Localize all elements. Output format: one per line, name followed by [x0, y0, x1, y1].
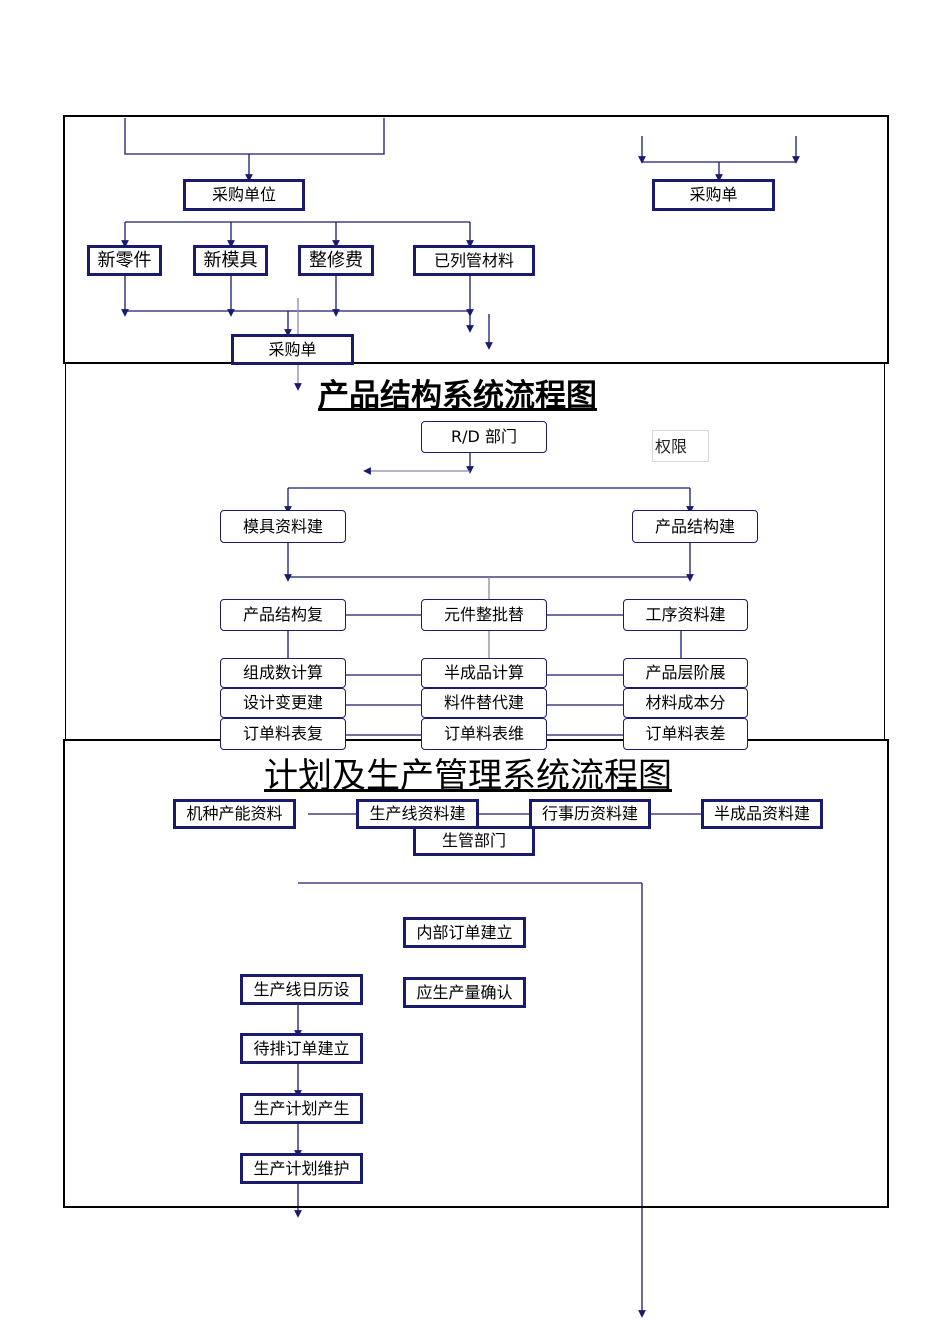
new-parts-box[interactable]: 新零件	[87, 245, 162, 276]
substitute-box[interactable]: 料件替代建	[421, 688, 547, 718]
calendar-data-box[interactable]: 行事历资料建	[529, 799, 651, 829]
purchase-section-frame	[63, 115, 889, 364]
rd-department-box[interactable]: R/D 部门	[421, 421, 547, 453]
bom-title: 产品结构系统流程图	[318, 378, 597, 414]
required-qty-box[interactable]: 应生产量确认	[403, 977, 526, 1008]
material-cost-box[interactable]: 材料成本分	[623, 688, 748, 718]
line-calendar-box[interactable]: 生产线日历设	[240, 974, 363, 1005]
product-level-box[interactable]: 产品层阶展	[623, 658, 748, 688]
machine-capacity-box[interactable]: 机种产能资料	[173, 799, 296, 829]
internal-order-box[interactable]: 内部订单建立	[403, 917, 526, 948]
plan-generate-box[interactable]: 生产计划产生	[240, 1093, 363, 1124]
semi-calc-box[interactable]: 半成品计算	[421, 658, 547, 688]
listed-material-box[interactable]: 已列管材料	[413, 245, 535, 276]
production-dept-box[interactable]: 生管部门	[413, 826, 535, 856]
repair-fee-box[interactable]: 整修费	[298, 245, 374, 276]
mold-data-box[interactable]: 模具资料建	[220, 510, 346, 543]
product-structure-box[interactable]: 产品结构建	[632, 510, 758, 543]
design-change-box[interactable]: 设计变更建	[220, 688, 346, 718]
order-diff-box[interactable]: 订单料表差	[623, 718, 748, 750]
purchase-order-bottom-box[interactable]: 采购单	[231, 334, 354, 365]
semi-data-box[interactable]: 半成品资料建	[701, 799, 823, 829]
order-copy-box[interactable]: 订单料表复	[220, 718, 346, 750]
plan-maint-box[interactable]: 生产计划维护	[240, 1153, 363, 1184]
pending-order-box[interactable]: 待排订单建立	[240, 1033, 363, 1064]
composition-calc-box[interactable]: 组成数计算	[220, 658, 346, 688]
purchase-order-box[interactable]: 采购单	[652, 179, 775, 211]
bom-section-frame	[65, 363, 885, 739]
structure-copy-box[interactable]: 产品结构复	[220, 599, 346, 631]
process-data-box[interactable]: 工序资料建	[623, 599, 748, 631]
plan-title: 计划及生产管理系统流程图	[264, 756, 672, 796]
purchase-unit-box[interactable]: 采购单位	[183, 179, 305, 211]
order-maint-box[interactable]: 订单料表维	[421, 718, 547, 750]
component-batch-box[interactable]: 元件整批替	[421, 599, 547, 631]
permission-label: 权限	[652, 430, 709, 462]
line-data-box[interactable]: 生产线资料建	[356, 799, 479, 829]
new-mold-box[interactable]: 新模具	[193, 245, 268, 276]
